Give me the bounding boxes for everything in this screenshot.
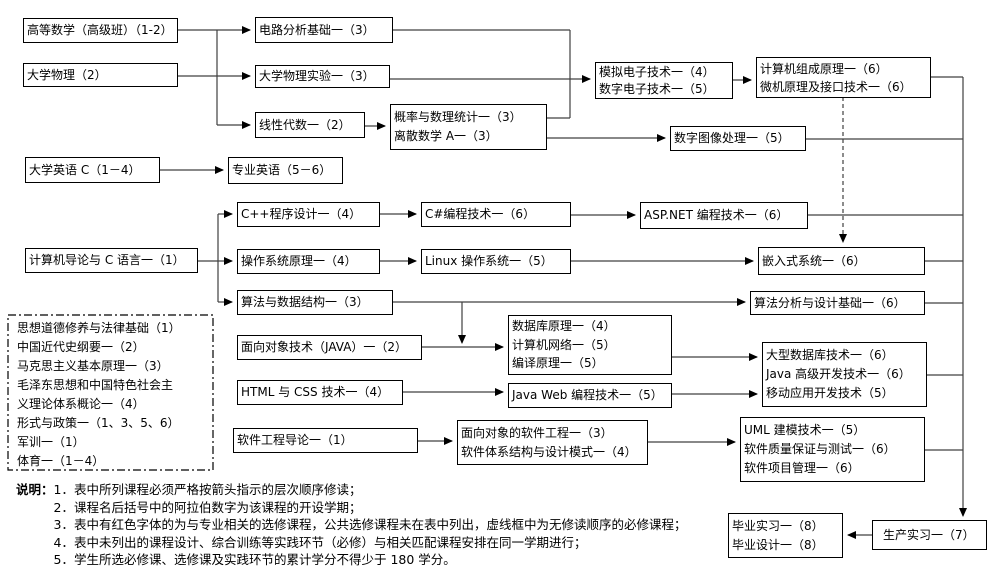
node-label: 生产实习一（7） (883, 527, 975, 542)
node-label: 算法分析与设计基础一（6） (754, 295, 906, 310)
node-label: 思想道德修养与法律基础（1） (17, 321, 181, 335)
node-algo-analysis: 算法分析与设计基础一（6） (750, 291, 925, 315)
node-linear-algebra: 线性代数一（2） (255, 112, 365, 138)
node-label: C#编程技术一（6） (425, 207, 536, 221)
node-label: 操作系统原理一（4） (241, 254, 357, 268)
node-label: 大学物理（2） (27, 67, 107, 82)
node-label: 微机原理及接口技术一（6） (760, 79, 912, 94)
node-label: 军训一（1） (17, 435, 85, 449)
node-production-practice: 生产实习一（7） (872, 520, 987, 550)
node-label: 模拟电子技术一（4） (599, 64, 715, 79)
node-label: 计算机网络一（5） (512, 337, 616, 352)
node-label: 义理论体系概论一（4） (17, 397, 145, 411)
node-algo-ds: 算法与数据结构一（3） (237, 290, 393, 315)
node-label: 计算机组成原理一（6） (760, 61, 888, 76)
node-label: 面向对象的软件工程一（3） (461, 425, 613, 440)
required-courses-border (7, 314, 214, 471)
notes-items: 1．表中所列课程必须严格按箭头指示的层次顺序修读； 2．课程名后括号中的阿拉伯数… (54, 481, 687, 569)
node-label: 大学英语 C（1－4） (29, 162, 141, 177)
node-sw-intro: 软件工程导论一（1） (233, 428, 418, 453)
node-label: Java Web 编程技术一（5） (512, 388, 663, 402)
node-graduation: 毕业实习一（8） 毕业设计一（8） (728, 513, 843, 558)
notes-label: 说明： (16, 482, 54, 497)
node-label: 毛泽东思想和中国特色社会主 (17, 378, 174, 392)
node-label: 移动应用开发技术（5） (766, 386, 894, 400)
node-college-physics: 大学物理（2） (23, 63, 178, 87)
note-item: 4．表中未列出的课程设计、综合训练等实践环节（必修）与相关匹配课程安排在同一学期… (53, 534, 587, 550)
node-java-web: Java Web 编程技术一（5） (508, 383, 672, 408)
node-label: 数字电子技术一（5） (599, 81, 715, 96)
node-aspnet: ASP.NET 编程技术一（6） (640, 202, 808, 229)
node-label: 软件工程导论一（1） (237, 433, 353, 447)
node-electronics: 模拟电子技术一（4） 数字电子技术一（5） (595, 62, 733, 99)
node-prob-discrete: 概率与数理统计一（3） 离散数学 A一（3） (390, 104, 547, 150)
node-physics-lab: 大学物理实验一（3） (255, 65, 390, 88)
node-major-english: 专业英语（5－6） (228, 157, 343, 184)
node-label: 大型数据库技术一（6） (766, 348, 894, 362)
node-label: 编译原理一（5） (512, 356, 604, 371)
node-linux: Linux 操作系统一（5） (421, 249, 571, 274)
node-label: C++程序设计一（4） (241, 207, 362, 221)
node-db-net-compiler: 数据库原理一（4） 计算机网络一（5） 编译原理一（5） (508, 315, 672, 375)
node-computer-org: 计算机组成原理一（6） 微机原理及接口技术一（6） (756, 57, 931, 98)
node-label: 高等数学（高级班）（1-2） (27, 23, 173, 37)
node-label: 毕业设计一（8） (732, 537, 824, 552)
node-csharp: C#编程技术一（6） (421, 202, 571, 227)
note-item: 3．表中有红色字体的为与专业相关的选修课程，公共选修课程未在表中列出，虚线框中为… (53, 517, 687, 532)
node-label: 软件质量保证与测试一（6） (744, 442, 896, 456)
node-label: 数据库原理一（4） (512, 319, 616, 334)
node-big-db: 大型数据库技术一（6） Java 高级开发技术一（6） 移动应用开发技术（5） (762, 342, 927, 407)
node-label: 线性代数一（2） (259, 117, 351, 132)
node-label: 中国近代史纲要一（2） (17, 340, 145, 354)
node-oose: 面向对象的软件工程一（3） 软件体系结构与设计模式一（4） (457, 420, 648, 465)
node-label: 离散数学 A一（3） (394, 129, 498, 143)
node-intro-c: 计算机导论与 C 语言一（1） (25, 248, 198, 273)
note-item: 1．表中所列课程必须严格按箭头指示的层次顺序修读； (53, 482, 362, 497)
node-label: 嵌入式系统一（6） (762, 253, 866, 268)
node-cpp: C++程序设计一（4） (237, 202, 380, 227)
node-college-english: 大学英语 C（1－4） (25, 157, 160, 183)
node-advanced-math: 高等数学（高级班）（1-2） (23, 18, 178, 43)
node-uml: UML 建模技术一（5） 软件质量保证与测试一（6） 软件项目管理一（6） (740, 417, 925, 482)
node-label: 面向对象技术（JAVA）一（2） (241, 340, 408, 354)
node-html-css: HTML 与 CSS 技术一（4） (237, 380, 403, 405)
notes-block: 说明： 1．表中所列课程必须严格按箭头指示的层次顺序修读； 2．课程名后括号中的… (16, 481, 976, 569)
node-label: ASP.NET 编程技术一（6） (644, 208, 789, 222)
node-label: 毕业实习一（8） (732, 518, 824, 533)
node-label: 算法与数据结构一（3） (241, 295, 369, 309)
node-label: 专业英语（5－6） (232, 163, 332, 177)
note-item: 5．学生所选必修课、选修课及实践环节的累计学分不得少于 180 学分。 (53, 552, 456, 567)
node-label: 形式与政策一（1、3、5、6） (17, 416, 180, 430)
node-label: UML 建模技术一（5） (744, 423, 866, 437)
node-label: 电路分析基础一（3） (259, 22, 375, 37)
node-os-principle: 操作系统原理一（4） (237, 249, 380, 274)
node-oop-java: 面向对象技术（JAVA）一（2） (237, 335, 422, 360)
node-label: 概率与数理统计一（3） (394, 110, 522, 124)
node-label: 软件体系结构与设计模式一（4） (461, 444, 637, 459)
node-label: 软件项目管理一（6） (744, 461, 860, 475)
node-label: Java 高级开发技术一（6） (766, 367, 911, 381)
node-digital-image: 数字图像处理一（5） (670, 126, 806, 151)
node-label: 体育一（1－4） (17, 454, 105, 468)
note-item: 2．课程名后括号中的阿拉伯数字为该课程的开设学期； (53, 499, 362, 515)
node-circuit-analysis: 电路分析基础一（3） (255, 17, 393, 43)
node-label: HTML 与 CSS 技术一（4） (241, 385, 390, 399)
node-label: Linux 操作系统一（5） (425, 254, 553, 268)
node-embedded: 嵌入式系统一（6） (758, 247, 925, 275)
node-label: 计算机导论与 C 语言一（1） (29, 253, 185, 267)
node-label: 数字图像处理一（5） (674, 131, 790, 145)
node-required-courses: 思想道德修养与法律基础（1） 中国近代史纲要一（2） 马克思主义基本原理一（3）… (14, 319, 210, 468)
node-label: 马克思主义基本原理一（3） (17, 359, 169, 373)
node-label: 大学物理实验一（3） (259, 69, 375, 83)
